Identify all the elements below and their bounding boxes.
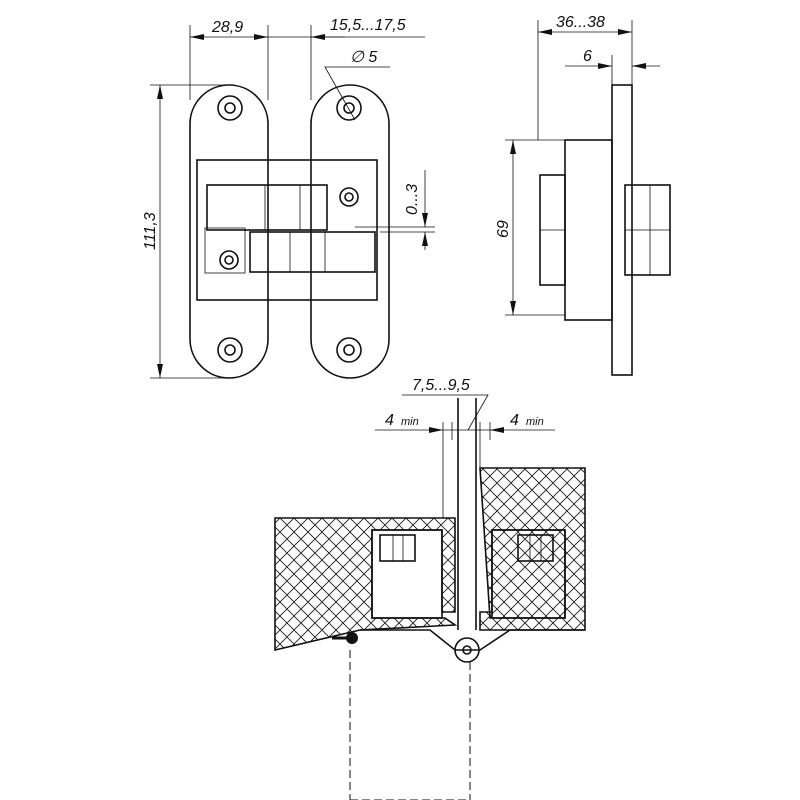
gap-dimension-label: 7,5...9,5: [412, 377, 470, 394]
door-open-outline: [349, 650, 471, 800]
width-dimension-label: 28,9: [211, 19, 243, 36]
front-view: 28,9 15,5...17,5 ∅ 5 111,3 0...3: [142, 17, 435, 379]
mounting-hole-icon: [217, 95, 362, 363]
left-clearance-unit: min: [401, 416, 419, 428]
section-view: 4 min 4 min 7,5...9,5: [274, 377, 586, 800]
hinge-body: [196, 159, 378, 301]
height-dimension-label: 111,3: [142, 212, 159, 250]
hole-diameter-label: ∅ 5: [350, 49, 377, 66]
side-body: [564, 139, 613, 321]
right-clearance-unit: min: [526, 416, 544, 428]
offset-dimension-label: 15,5...17,5: [330, 17, 406, 34]
depth-dimension-label: 36...38: [556, 14, 605, 31]
adjustment-dimension-label: 0...3: [404, 184, 421, 215]
left-clearance-value: 4: [385, 412, 394, 429]
plate-dimension-label: 6: [583, 48, 592, 65]
side-view: 36...38 6 69: [495, 14, 671, 376]
right-clearance-value: 4: [510, 412, 519, 429]
pivot-icon: [454, 637, 480, 663]
side-height-dimension-label: 69: [495, 220, 512, 238]
door-leaf-section: [479, 467, 586, 631]
